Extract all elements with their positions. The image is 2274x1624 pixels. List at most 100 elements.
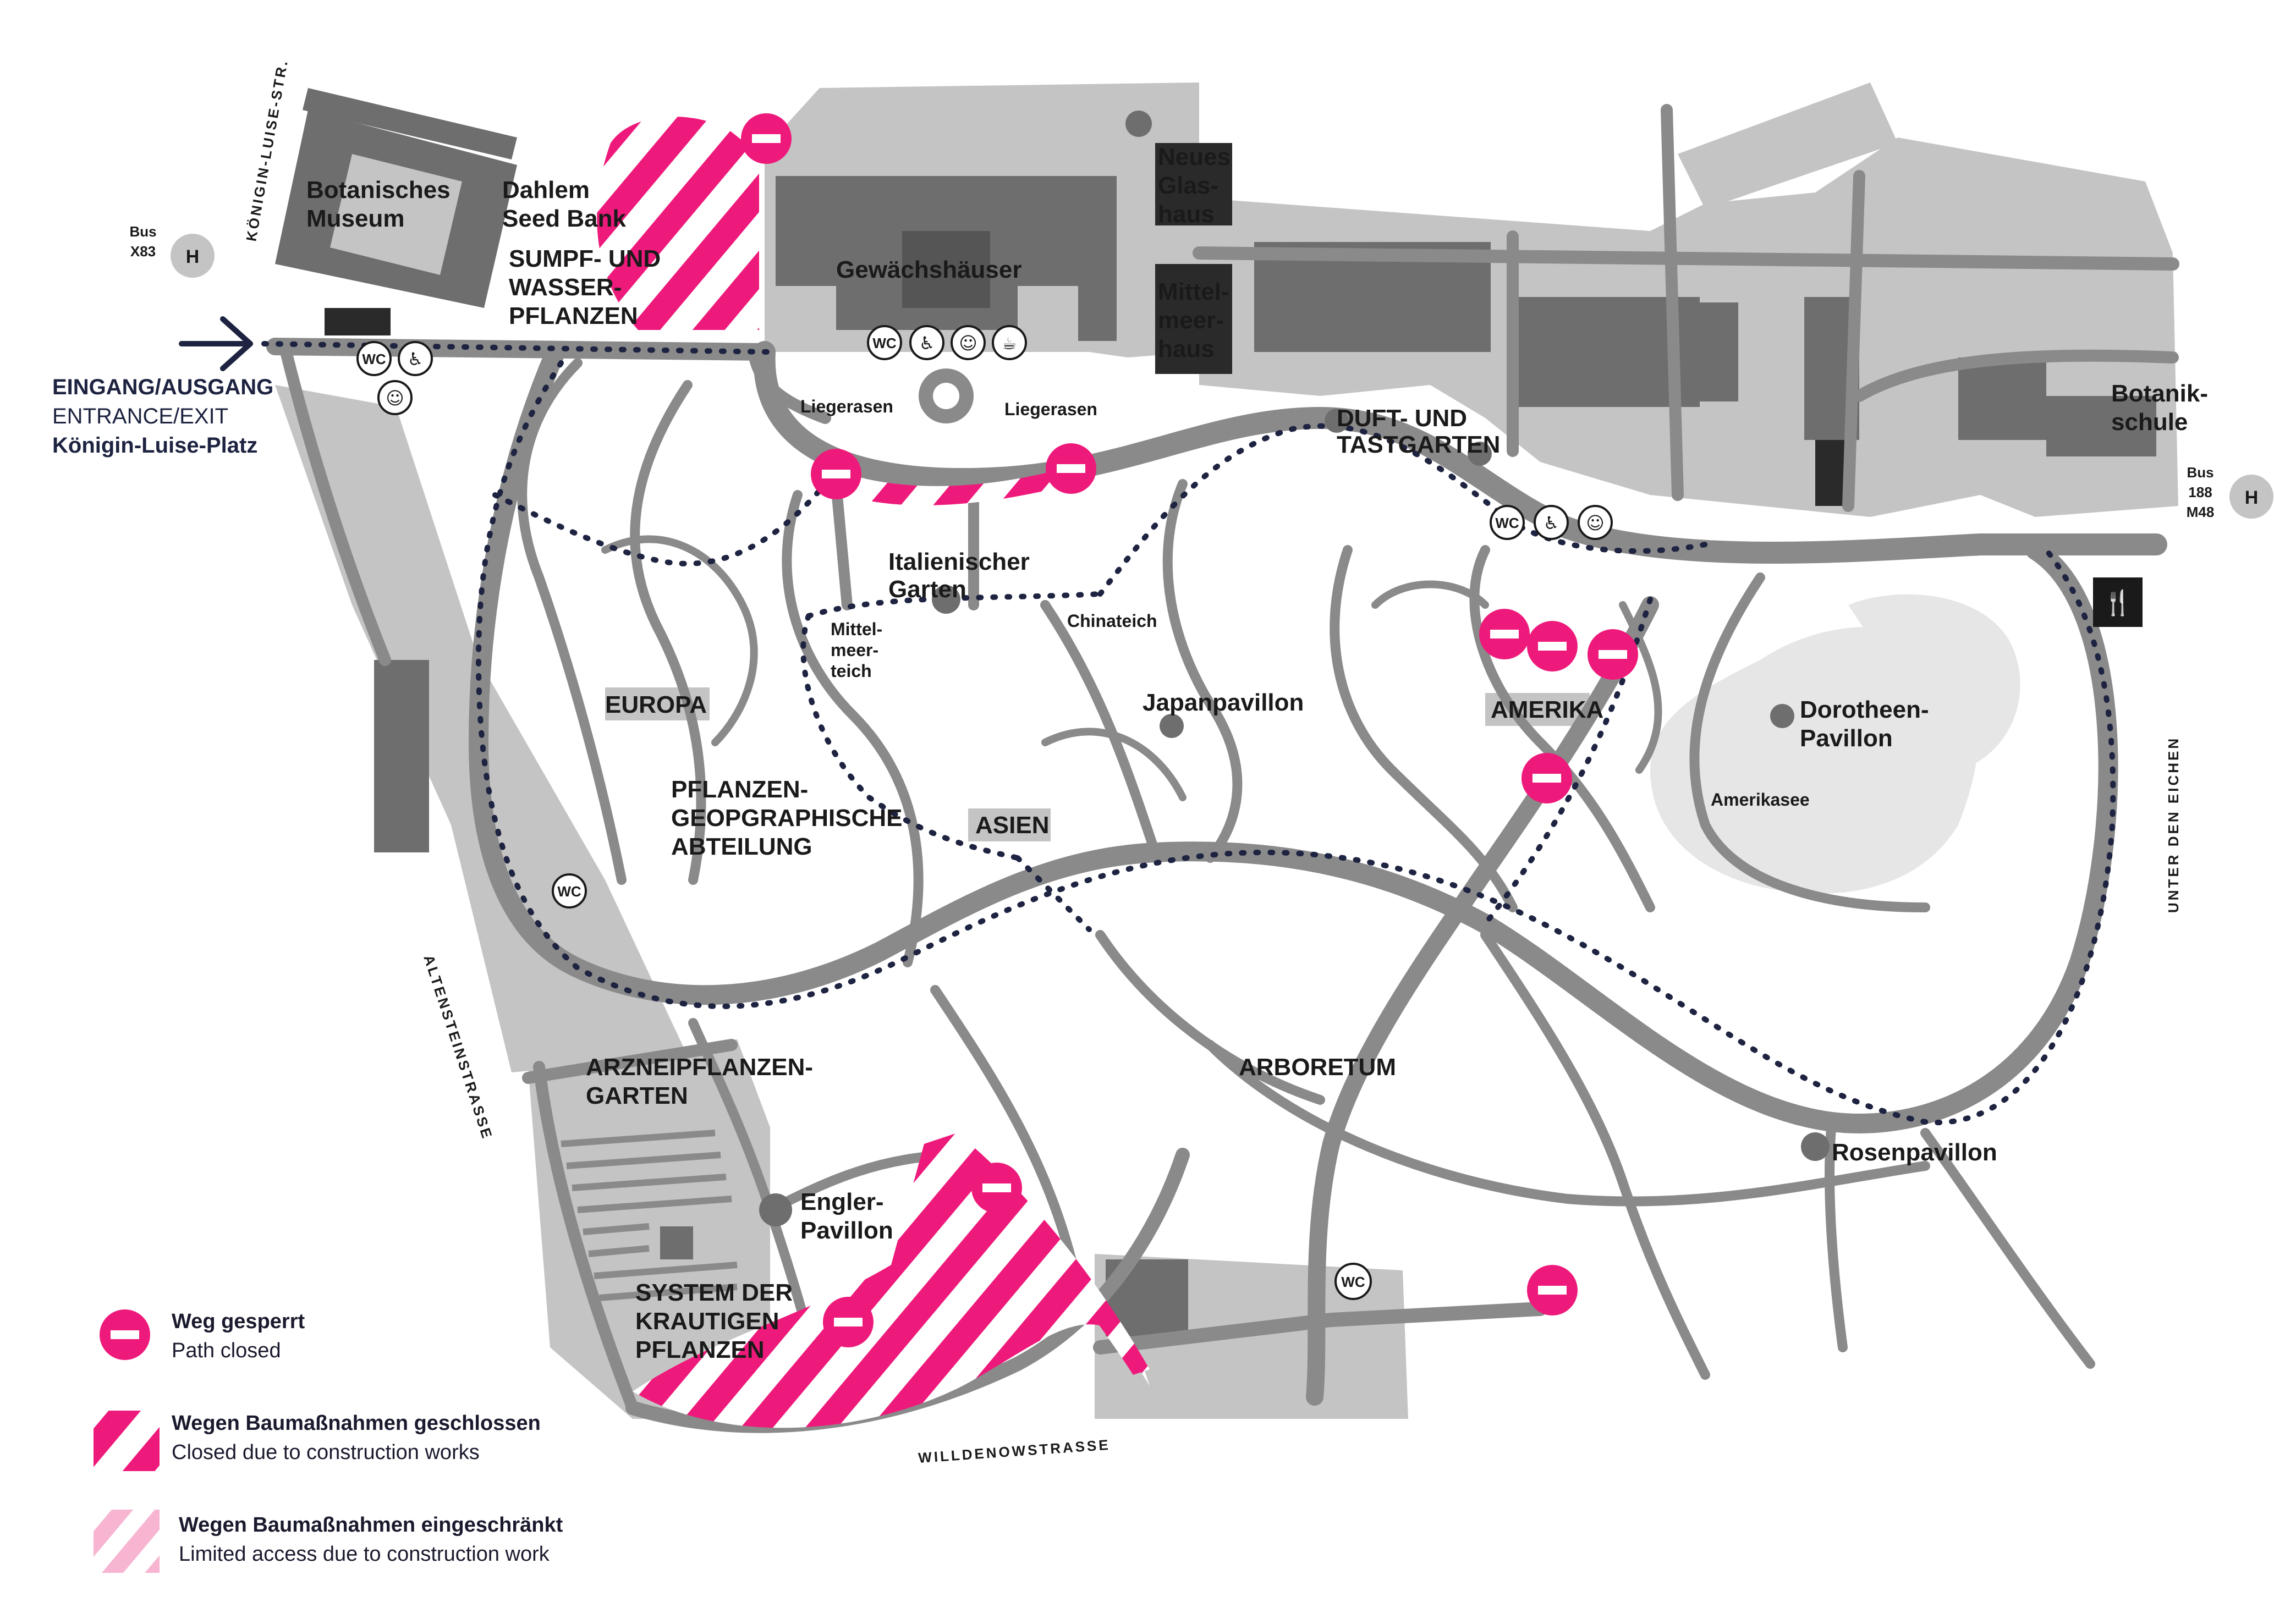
facility-icons: WC ♿ ☺ WC ♿ ☺ ☕ WC xyxy=(356,325,2143,1300)
bus-left-symbol: H xyxy=(186,246,200,267)
greenhouse-dome xyxy=(902,231,990,308)
coffee-cup-icon: ☕ xyxy=(992,325,1027,360)
bus-right-symbol: H xyxy=(2245,487,2259,508)
path-b xyxy=(831,478,979,610)
svg-text:♿: ♿ xyxy=(1544,513,1559,533)
main-path-north-loop xyxy=(753,341,2167,564)
street-koenigin-luise: KÖNIGIN-LUISE-STR. xyxy=(243,58,291,243)
bed-line xyxy=(583,1223,650,1235)
closed-marker-icon xyxy=(100,1309,150,1360)
closed-marker xyxy=(971,1163,1022,1213)
ne-road-2 xyxy=(1853,349,2179,402)
label-liegerasen-left: Liegerasen xyxy=(800,397,893,416)
label-rosenpavillon: Rosenpavillon xyxy=(1832,1139,1997,1166)
label-arzneipflanzen: ARZNEIPFLANZEN-GARTEN xyxy=(586,1054,813,1109)
path-u xyxy=(1371,580,1489,609)
svg-text:☺: ☺ xyxy=(1586,513,1604,533)
label-liegerasen-right: Liegerasen xyxy=(1004,399,1097,419)
label-chinateich: Chinateich xyxy=(1067,611,1157,631)
wheelchair-icon: ♿ xyxy=(1534,505,1569,540)
closed-marker xyxy=(811,449,861,499)
path-v xyxy=(601,535,758,746)
path-n xyxy=(1825,1117,1848,1352)
path-c xyxy=(517,358,627,885)
path-f xyxy=(1040,600,1160,857)
wc-label: WC xyxy=(362,351,386,367)
path-x xyxy=(1619,601,1662,774)
label-gewaechshaeuser: Gewächshäuser xyxy=(836,256,1022,283)
west-strip-building xyxy=(374,660,429,852)
route-amerika xyxy=(1482,597,1653,927)
legend-path-closed-title: Weg gesperrt xyxy=(172,1310,305,1333)
bus-left-line1: Bus xyxy=(129,223,156,240)
duft-dot-2 xyxy=(1468,442,1492,466)
buildings xyxy=(325,143,2156,1336)
label-engler: Engler-Pavillon xyxy=(800,1188,893,1244)
italienischer-dot xyxy=(932,585,960,614)
label-mittelmeerhaus: Mittel-meer-haus xyxy=(1158,278,1229,362)
closed-marker xyxy=(1588,629,1638,680)
baby-changing-icon: ☺ xyxy=(951,325,986,360)
label-dorotheen: Dorotheen-Pavillon xyxy=(1800,696,1929,752)
street-unter-den-eichen: UNTER DEN EICHEN xyxy=(2165,736,2182,913)
closed-markers xyxy=(741,113,1638,1347)
entrance-arrow-icon xyxy=(179,316,253,371)
path-d xyxy=(630,380,706,885)
wc-label: WC xyxy=(1341,1274,1365,1290)
construction-areas xyxy=(597,117,1150,1428)
path-k xyxy=(930,985,1078,1270)
museum-courtyard xyxy=(330,154,462,275)
legend-item-path-closed: Weg gesperrt Path closed xyxy=(100,1309,305,1362)
legend: Weg gesperrt Path closed Wegen Baumaßnah… xyxy=(94,1309,563,1573)
bed-line xyxy=(566,1152,721,1169)
bus-left-line2: X83 xyxy=(130,243,156,260)
bed-line xyxy=(588,1245,650,1257)
bed-line xyxy=(572,1174,727,1191)
arznei-building xyxy=(660,1226,693,1259)
top-dot xyxy=(1125,111,1152,137)
wc-icon: WC xyxy=(552,873,587,909)
closed-marker xyxy=(1046,443,1096,494)
rosenpavillon-dot xyxy=(1801,1132,1830,1161)
ne-building-5 xyxy=(1958,357,2046,440)
bus-right-line3: M48 xyxy=(2187,504,2215,520)
engler-dot xyxy=(759,1193,792,1226)
wc-label: WC xyxy=(872,335,897,351)
hatch-closed-swatch xyxy=(94,1411,160,1471)
wc-icon: WC xyxy=(867,325,902,360)
wc-icon: WC xyxy=(1334,1263,1372,1300)
closed-marker xyxy=(1479,609,1530,659)
ne-road-3 xyxy=(1661,104,1684,501)
path-g xyxy=(1162,479,1243,863)
construction-liegerasen xyxy=(831,467,1073,505)
bus-stop-left: Bus X83 H xyxy=(129,223,215,278)
label-japanpavillon: Japanpavillon xyxy=(1143,689,1304,716)
path-j xyxy=(1689,572,1930,912)
path-a xyxy=(748,346,831,424)
legend-construction-limited-subtitle: Limited access due to construction work xyxy=(179,1543,550,1566)
route-west-loop xyxy=(475,360,2116,1126)
main-path-east-loop xyxy=(469,342,2118,1133)
street-altenstein: ALTENSTEINSTRASSE xyxy=(420,953,496,1142)
path-i xyxy=(1469,545,1655,912)
wc-icon: WC xyxy=(1490,505,1525,540)
entrance-label-en: ENTRANCE/EXIT xyxy=(52,404,228,428)
wheelchair-icon: ♿ xyxy=(398,341,433,376)
bed-line xyxy=(577,1196,732,1213)
ne-road-1 xyxy=(1193,246,2179,271)
legend-construction-limited-title: Wegen Baumaßnahmen eingeschränkt xyxy=(179,1513,563,1537)
route-north xyxy=(1097,423,1708,597)
dorotheen-dot xyxy=(1770,704,1794,728)
label-amerika: AMERIKA xyxy=(1491,696,1603,723)
arznei-beds xyxy=(561,1130,738,1301)
bed-line xyxy=(599,1284,738,1301)
